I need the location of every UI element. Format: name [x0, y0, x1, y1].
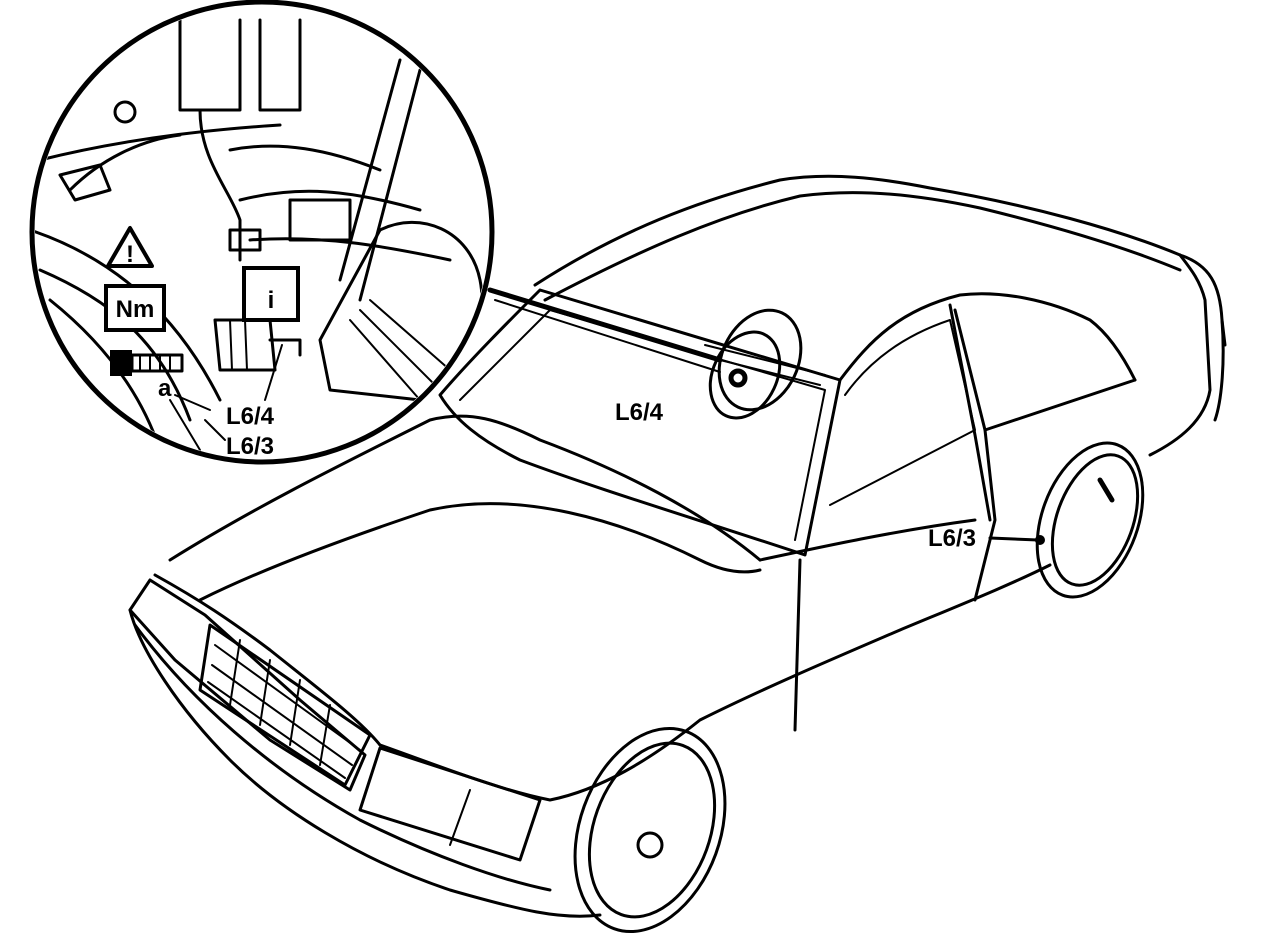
- torque-nm-icon: Nm: [104, 284, 166, 332]
- svg-text:Nm: Nm: [116, 296, 155, 323]
- callout-car-l63: L6/3: [928, 525, 976, 552]
- info-icon: i: [242, 266, 300, 322]
- l63-sensor-dot: [1035, 535, 1045, 545]
- callout-inset-l64: L6/4: [226, 403, 275, 430]
- rear-wheel: [1035, 441, 1145, 599]
- callout-car-l64: L6/4: [615, 399, 664, 426]
- grille: [198, 623, 372, 787]
- callout-inset-l63: L6/3: [226, 433, 274, 460]
- callout-a: a: [158, 375, 172, 402]
- rear-shelf-sensor: [699, 308, 826, 420]
- svg-text:i: i: [268, 287, 275, 314]
- headlight: [358, 746, 542, 862]
- detail-inset: ! Nm i a L6/4 L6/3: [29, 0, 495, 465]
- bolt-icon: [110, 350, 184, 376]
- svg-text:!: !: [126, 241, 134, 268]
- car-outline: [128, 174, 1227, 934]
- front-wheel: [573, 726, 727, 934]
- inset-leader: [487, 287, 723, 363]
- warning-triangle-icon: !: [106, 226, 154, 268]
